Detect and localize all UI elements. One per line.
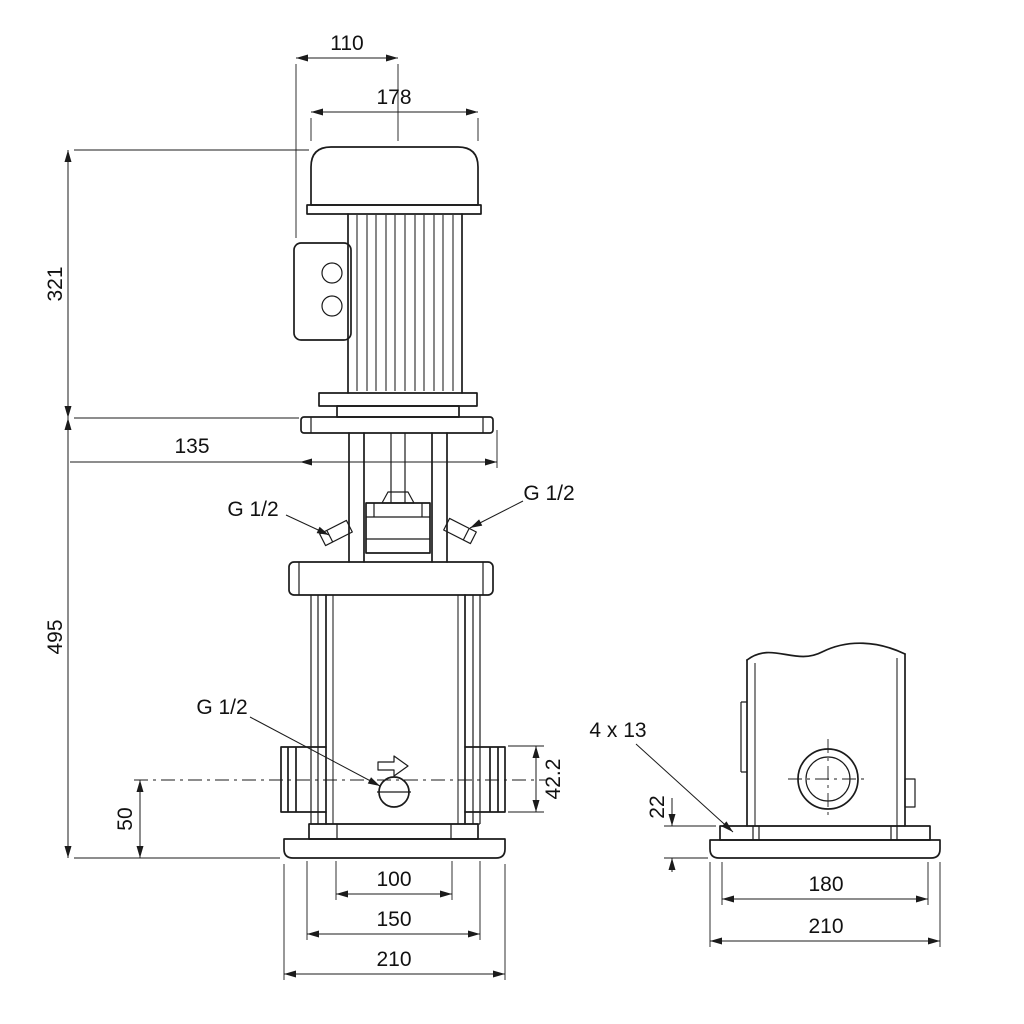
dim-110: 110	[295, 32, 399, 238]
flow-direction-arrow-icon	[377, 755, 409, 777]
dim-42-2-label: 42.2	[542, 759, 565, 800]
dim-180-label: 180	[808, 873, 843, 896]
motor-cap	[306, 146, 482, 215]
dim-178-label: 178	[376, 86, 411, 109]
dim-50-label: 50	[114, 807, 137, 830]
dim-150: 150	[306, 861, 481, 940]
dim-178: 178	[310, 86, 479, 141]
dim-22-label: 22	[646, 795, 669, 818]
dim-110-label: 110	[330, 32, 363, 55]
port-left	[280, 746, 327, 813]
dim-150-label: 150	[376, 908, 411, 931]
side-port-circle	[788, 739, 868, 819]
side-sleeve	[740, 642, 916, 827]
dim-210-side: 210	[709, 862, 941, 947]
drain-callout: G 1/2	[196, 696, 381, 787]
vent-plug-right	[443, 517, 477, 545]
vent-right-label: G 1/2	[523, 482, 574, 505]
dim-100-label: 100	[376, 868, 411, 891]
port-right	[464, 746, 506, 813]
dim-210-side-label: 210	[808, 915, 843, 938]
vent-right-callout: G 1/2	[469, 482, 575, 529]
motor-body	[347, 213, 463, 394]
dim-180: 180	[721, 862, 929, 905]
dim-135: 135	[70, 430, 498, 468]
vent-left-label: G 1/2	[227, 498, 278, 521]
dim-50: 50	[114, 780, 144, 858]
dim-210-front-label: 210	[376, 948, 411, 971]
front-view-pump	[134, 146, 546, 859]
dim-321: 321	[44, 149, 309, 419]
base-side	[709, 825, 941, 859]
vent-left-callout: G 1/2	[227, 498, 330, 536]
base-front	[283, 823, 506, 859]
dim-100: 100	[335, 861, 453, 900]
coupling-lantern	[319, 432, 477, 563]
holes-callout: 4 x 13	[589, 719, 734, 833]
dim-22: 22	[646, 795, 716, 872]
dim-210-front: 210	[283, 864, 506, 980]
pump-head-flange	[288, 561, 494, 596]
dim-135-label: 135	[174, 435, 209, 458]
dim-495-label: 495	[44, 619, 67, 654]
terminal-box	[293, 242, 352, 341]
holes-label: 4 x 13	[589, 719, 646, 742]
dim-321-label: 321	[44, 266, 67, 301]
dim-42-2: 42.2	[508, 745, 565, 813]
side-view-pump	[709, 642, 941, 859]
drain-label: G 1/2	[196, 696, 247, 719]
dim-495: 495	[44, 418, 280, 859]
chamber-stack	[310, 594, 481, 825]
motor-flange	[300, 392, 494, 434]
drain-port	[377, 776, 411, 808]
